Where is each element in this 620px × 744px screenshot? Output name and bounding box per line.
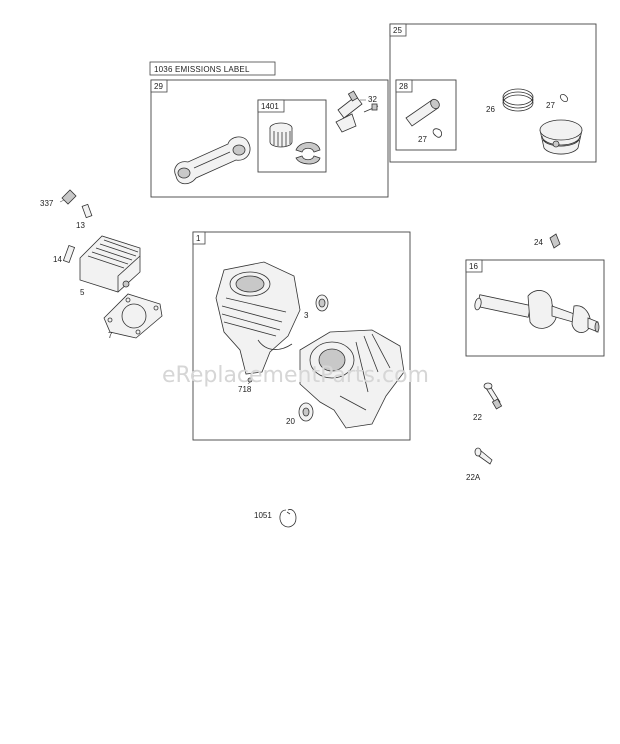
callout-1051: 1051: [254, 511, 272, 520]
emissions-label-text: 1036 EMISSIONS LABEL: [154, 65, 250, 74]
box-28-piston-pin: 28 27: [395, 79, 457, 151]
crankshaft-group: 24 16 22 22A: [465, 233, 605, 482]
piston-rings-drawing: 26: [486, 88, 534, 114]
callout-7: 7: [108, 331, 113, 340]
callout-27-pin-clip: 27: [418, 135, 427, 144]
callout-3: 3: [304, 311, 309, 320]
callout-32: 32: [368, 95, 377, 104]
circlip-drawing: 27: [546, 93, 569, 110]
seal-3-drawing: 3: [304, 294, 329, 320]
rod-cap-bolts-drawing: 32: [335, 90, 379, 133]
callout-718: 718: [238, 385, 252, 394]
box-1401-number: 1401: [261, 102, 279, 111]
piston-drawing: [539, 119, 583, 155]
box-29-connecting-rod: 29 1401 32: [150, 79, 389, 198]
box-25-number: 25: [393, 26, 402, 35]
callout-26: 26: [486, 105, 495, 114]
box-16-number: 16: [469, 262, 478, 271]
bolt-22a-drawing: 22A: [466, 447, 493, 482]
seal-20-drawing: 20: [286, 402, 314, 426]
box-1401-bearing: 1401: [257, 99, 327, 173]
bolt-22-drawing: 22: [473, 382, 503, 422]
callout-24: 24: [534, 238, 543, 247]
emissions-label-tag: 1036 EMISSIONS LABEL: [149, 61, 276, 76]
callout-14: 14: [53, 255, 62, 264]
callout-20: 20: [286, 417, 295, 426]
box-29-number: 29: [154, 82, 163, 91]
ring-1051-group: 1051: [254, 509, 297, 528]
callout-22: 22: [473, 413, 482, 422]
connecting-rod-drawing: [174, 136, 251, 185]
watermark-text: eReplacementParts.com: [162, 363, 429, 388]
crankshaft-drawing: [474, 290, 600, 333]
callout-337: 337: [40, 199, 54, 208]
box-25-piston: 25 28 27 26 27: [389, 23, 597, 163]
cylinder-head-group: 337 13 14 5 7: [40, 189, 163, 340]
callout-22a: 22A: [466, 473, 481, 482]
callout-5: 5: [80, 288, 85, 297]
cylinder-block-drawing: [215, 261, 301, 375]
box-28-number: 28: [399, 82, 408, 91]
callout-27-circlip: 27: [546, 101, 555, 110]
box-1-cylinder: 1 3 718 20: [192, 231, 411, 441]
crankcase-cover-drawing: [299, 329, 405, 429]
callout-13: 13: [76, 221, 85, 230]
box-1-number: 1: [196, 234, 201, 243]
